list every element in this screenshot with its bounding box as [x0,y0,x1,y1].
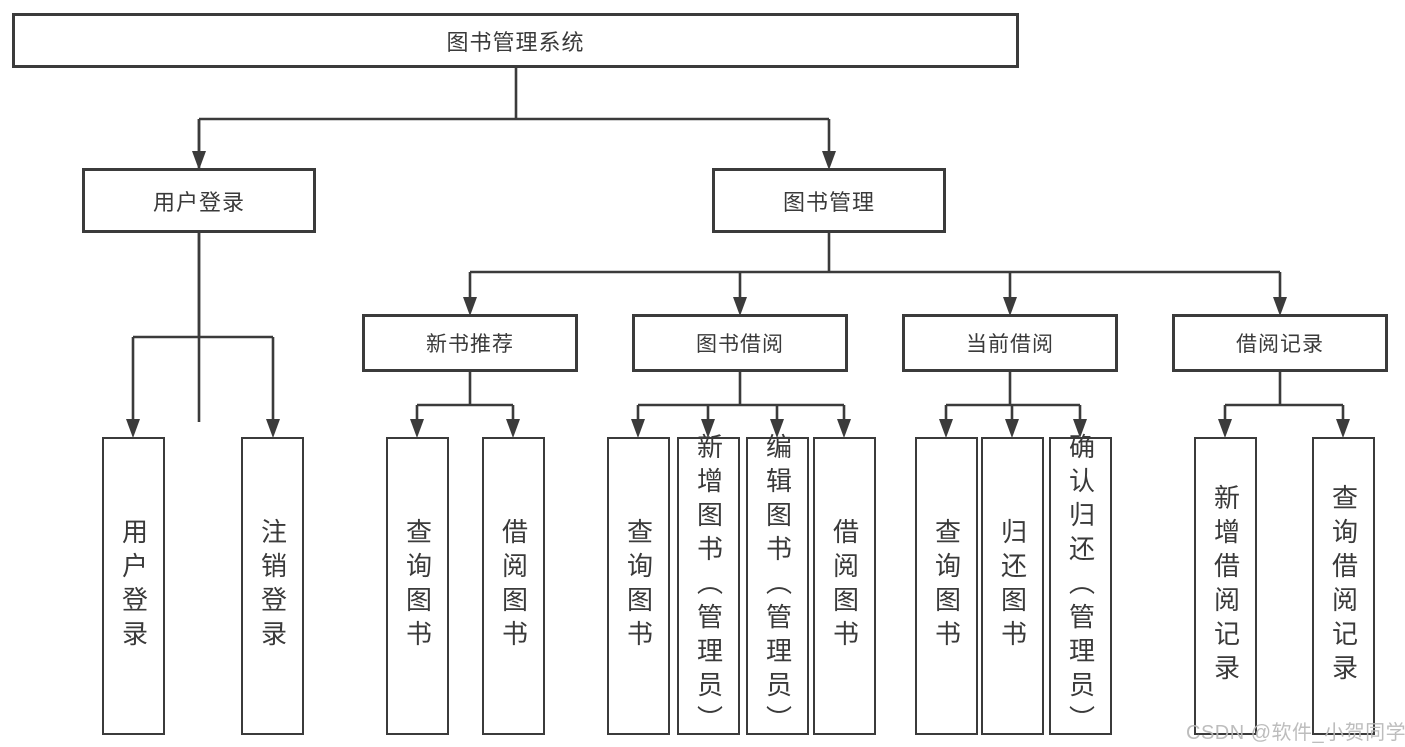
node-label: 确认归还（管理员） [1065,433,1096,739]
node-leaf-recommend-query-books: 查询图书 [386,437,449,735]
arrow-down-icon [410,419,424,438]
node-leaf-current-query-books: 查询图书 [915,437,978,735]
arrow-down-icon [631,419,645,438]
node-label: 用户登录 [118,518,149,654]
node-leaf-borrow-query-books: 查询图书 [607,437,670,735]
node-label: 查询图书 [402,518,433,654]
node-current-borrow: 当前借阅 [902,314,1118,372]
node-leaf-add-books-admin: 新增图书（管理员） [677,433,740,739]
node-leaf-confirm-return-admin: 确认归还（管理员） [1049,433,1112,739]
node-label: 当前借阅 [966,333,1054,356]
node-label: 用户登录 [152,189,245,215]
node-leaf-edit-books-admin: 编辑图书（管理员） [746,433,809,739]
node-label: 借阅图书 [829,518,860,654]
node-leaf-borrow-borrow-books: 借阅图书 [813,437,876,735]
node-library-system: 图书管理系统 [12,13,1019,68]
node-label: 新增图书（管理员） [693,433,724,739]
csdn-watermark: CSDN @软件_小贺同学 [1186,722,1405,744]
node-user-login: 用户登录 [82,168,316,233]
node-label: 注销登录 [257,518,288,654]
node-book-borrow: 图书借阅 [632,314,848,372]
arrow-down-icon [837,419,851,438]
node-leaf-query-borrow-record: 查询借阅记录 [1312,437,1375,735]
connector-borrow-records [1223,372,1345,420]
node-label: 图书管理系统 [446,29,585,55]
node-label: 新书推荐 [426,333,514,356]
connector-current-borrow [944,372,1082,420]
connector-book-management [468,233,1282,297]
node-label: 查询借阅记录 [1328,484,1359,688]
arrow-down-icon [1218,419,1232,438]
arrow-down-icon [939,419,953,438]
node-label: 借阅图书 [498,518,529,654]
node-label: 新增借阅记录 [1210,484,1241,688]
node-label: 借阅记录 [1236,333,1324,356]
node-label: 图书管理 [782,189,875,215]
node-label: 归还图书 [997,518,1028,654]
node-new-book-recommend: 新书推荐 [362,314,578,372]
node-leaf-logout: 注销登录 [241,437,304,735]
node-leaf-return-books: 归还图书 [981,437,1044,735]
node-book-management: 图书管理 [712,168,946,233]
connector-book-borrow [636,372,846,420]
node-leaf-recommend-borrow-books: 借阅图书 [482,437,545,735]
arrow-down-icon [506,419,520,438]
node-label: 查询图书 [623,518,654,654]
arrow-down-icon [1336,419,1350,438]
connector-new-book-recommend [415,372,515,420]
node-label: 编辑图书（管理员） [762,433,793,739]
node-leaf-user-login: 用户登录 [102,437,165,735]
connector-user-login [131,233,275,420]
node-label: 图书借阅 [696,333,784,356]
node-leaf-add-borrow-record: 新增借阅记录 [1194,437,1257,735]
arrow-down-icon [126,419,140,438]
node-label: 查询图书 [931,518,962,654]
arrow-down-icon [266,419,280,438]
node-borrow-records: 借阅记录 [1172,314,1388,372]
arrow-down-icon [1005,419,1019,438]
